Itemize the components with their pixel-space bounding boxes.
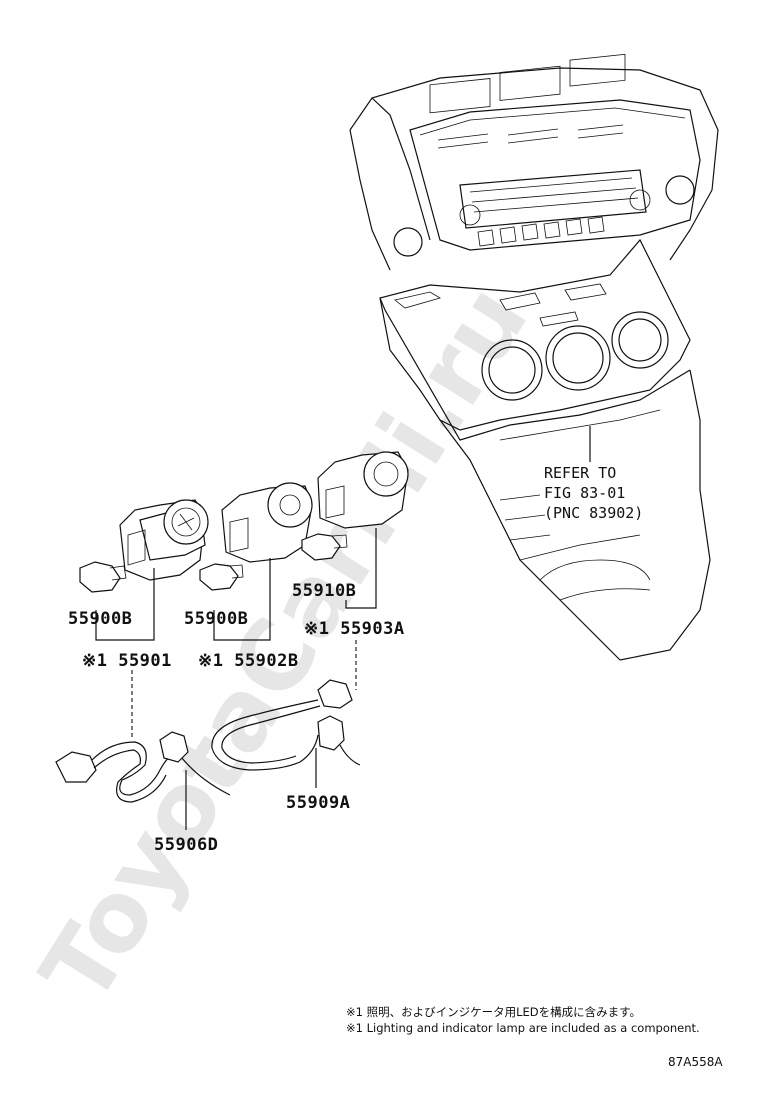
leader-lines xyxy=(95,528,377,830)
refer-line-2: FIG 83-01 xyxy=(544,484,625,502)
refer-to-callout: REFER TO FIG 83-01 (PNC 83902) xyxy=(544,464,643,522)
refer-line-1: REFER TO xyxy=(544,464,616,482)
bulb-55900B-left xyxy=(79,561,127,593)
footnote-english: ※1 Lighting and indicator lamp are inclu… xyxy=(346,1021,700,1035)
wire-harness-55906D xyxy=(55,731,231,803)
label-55909A: 55909A xyxy=(286,793,350,813)
label-55900B-middle: 55900B xyxy=(184,609,248,629)
label-55910B: 55910B xyxy=(292,581,356,601)
label-55900B-left: 55900B xyxy=(68,609,132,629)
label-55902B: ※1 55902B xyxy=(198,651,299,671)
bulb-55910B xyxy=(301,533,348,561)
figure-code: 87A558A xyxy=(668,1055,723,1069)
label-55903A: ※1 55903A xyxy=(304,619,405,639)
knob-assembly-55901 xyxy=(119,499,209,581)
refer-line-3: (PNC 83902) xyxy=(544,504,643,522)
center-console-illustration xyxy=(349,53,719,661)
label-55906D: 55906D xyxy=(154,835,218,855)
bulb-55900B-middle xyxy=(199,563,244,591)
watermark: ToyotaCarMi.ru xyxy=(20,267,550,1023)
footnote-japanese: ※1 照明、およびインジケータ用LEDを構成に含みます。 xyxy=(346,1005,641,1019)
knob-assembly-55902B xyxy=(221,482,313,563)
label-55901: ※1 55901 xyxy=(82,651,172,671)
wire-harness-55909A xyxy=(211,679,361,771)
knob-assembly-55903A xyxy=(317,451,409,529)
